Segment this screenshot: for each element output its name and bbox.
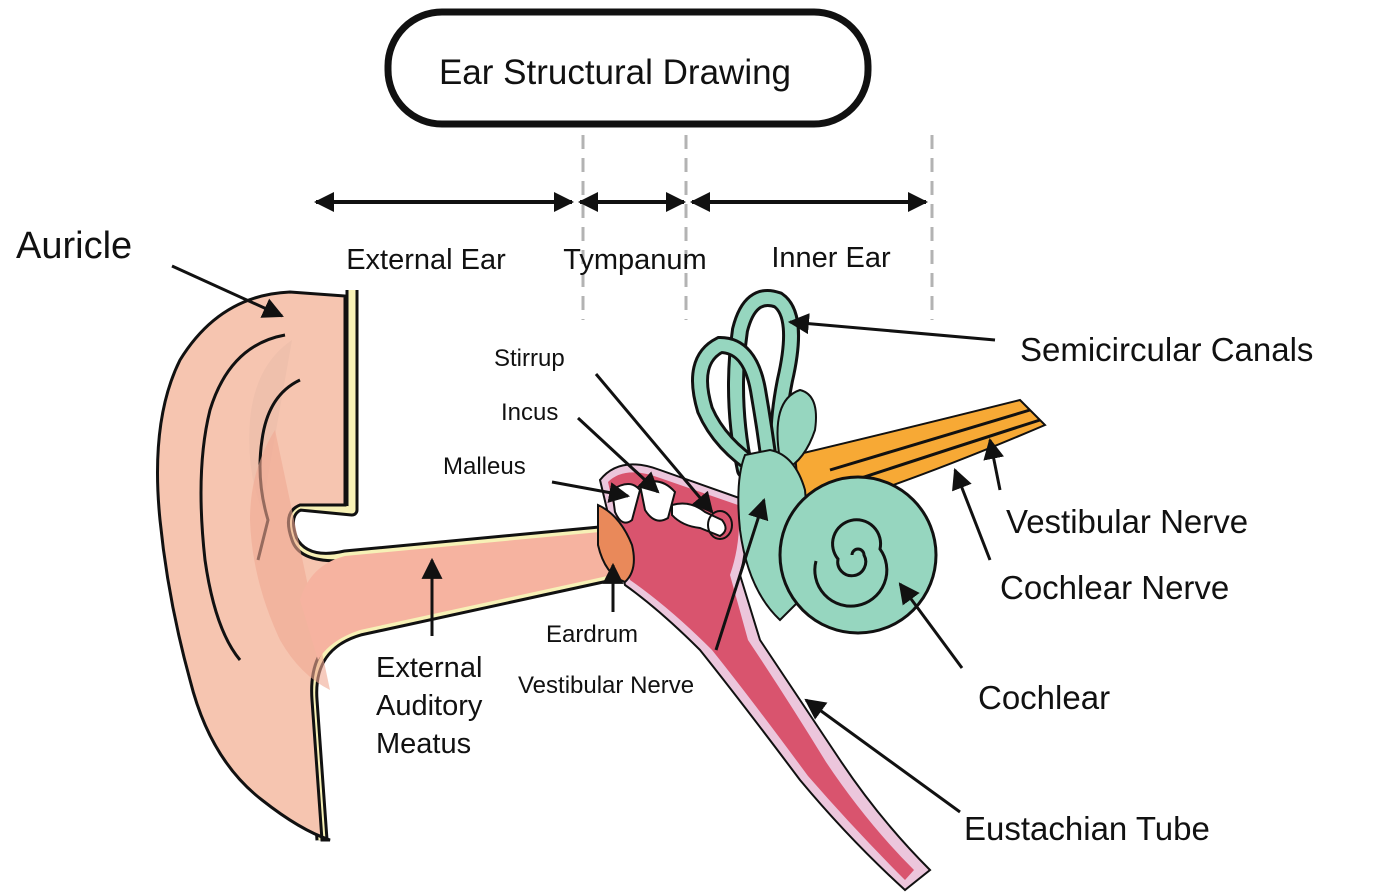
label-external-auditory-meatus-line1: External — [376, 652, 482, 684]
label-stirrup: Stirrup — [494, 345, 565, 372]
label-auricle: Auricle — [16, 225, 132, 267]
label-cochlear: Cochlear — [978, 679, 1110, 716]
section-inner-ear: Inner Ear — [771, 242, 891, 274]
label-cochlear-nerve: Cochlear Nerve — [1000, 569, 1229, 606]
page-title: Ear Structural Drawing — [439, 53, 791, 92]
semicircular-canals-pointer — [790, 322, 995, 340]
label-malleus: Malleus — [443, 453, 526, 480]
label-eardrum: Eardrum — [546, 621, 638, 648]
auricle-pointer — [172, 266, 282, 316]
label-incus: Incus — [501, 399, 558, 426]
label-external-auditory-meatus-line2: Auditory — [376, 690, 483, 722]
vestibular-nerve-right-pointer — [990, 440, 1000, 490]
label-semicircular-canals: Semicircular Canals — [1020, 331, 1313, 368]
title-box: Ear Structural Drawing — [388, 12, 868, 124]
label-eustachian-tube: Eustachian Tube — [964, 810, 1210, 847]
section-tympanum: Tympanum — [563, 244, 706, 276]
section-external-ear: External Ear — [346, 244, 506, 276]
cochlear-nerve-pointer — [955, 470, 990, 560]
cochlear-pointer — [900, 584, 962, 668]
label-external-auditory-meatus-line3: Meatus — [376, 728, 471, 760]
label-vestibular-nerve-right: Vestibular Nerve — [1006, 503, 1248, 540]
label-vestibular-nerve-lower: Vestibular Nerve — [518, 672, 694, 699]
